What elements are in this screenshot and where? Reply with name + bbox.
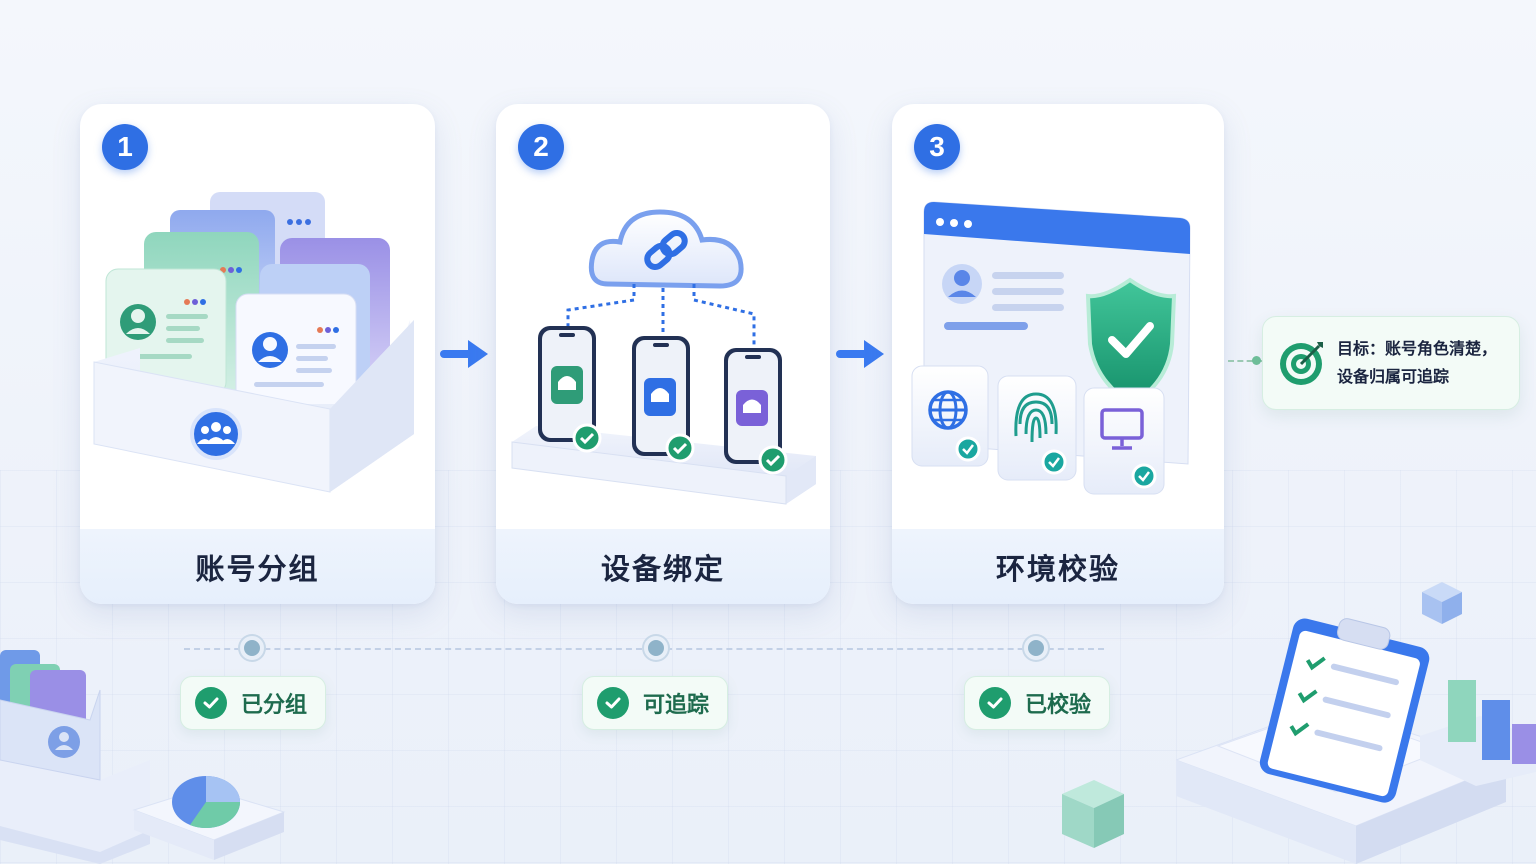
cube-icon [1062, 780, 1124, 848]
account-cards-icon [93, 192, 414, 493]
pie-chart-icon [132, 776, 286, 860]
check-icon [979, 687, 1011, 719]
status-badge-1: 已分组 [180, 676, 327, 730]
clipboard-checklist-icon [1176, 618, 1506, 864]
cube-icon [1422, 582, 1462, 624]
timeline-dot-2 [644, 636, 668, 660]
goal-line-2: 设备归属可追踪 [1337, 367, 1450, 386]
step-title-2: 设备绑定 [496, 529, 830, 604]
timeline-dot-3 [1024, 636, 1048, 660]
status-badge-2: 可追踪 [582, 676, 729, 730]
status-label-1: 已分组 [241, 693, 308, 718]
step-title-3: 环境校验 [892, 529, 1224, 604]
goal-line-1: 目标：账号角色清楚， [1337, 339, 1498, 358]
browser-window-icon [911, 201, 1191, 495]
goal-text: 目标：账号角色清楚， 设备归属可追踪 [1337, 335, 1497, 391]
goal-callout: 目标：账号角色清楚， 设备归属可追踪 [1262, 316, 1520, 410]
cloud-link-icon [511, 209, 816, 505]
step-card-3: 3 [892, 104, 1224, 604]
goal-connector [1228, 360, 1262, 362]
target-icon [1280, 342, 1323, 385]
check-icon [597, 687, 629, 719]
folder-box-icon [0, 650, 150, 864]
step-title-1: 账号分组 [80, 529, 435, 604]
timeline-dot-1 [240, 636, 264, 660]
step-number-badge-1: 1 [102, 124, 148, 170]
step-number-badge-2: 2 [518, 124, 564, 170]
bar-chart-icon [1420, 680, 1536, 786]
goal-connector-dot [1252, 356, 1261, 365]
arrow-right-icon [440, 340, 488, 368]
check-icon [195, 687, 227, 719]
step-card-1: 1 [80, 104, 435, 604]
status-badge-3: 已校验 [964, 676, 1111, 730]
arrow-right-icon [836, 340, 884, 368]
step-number-badge-3: 3 [914, 124, 960, 170]
status-label-2: 可追踪 [643, 693, 710, 718]
status-label-3: 已校验 [1025, 693, 1092, 718]
step-card-2: 2 [496, 104, 830, 604]
